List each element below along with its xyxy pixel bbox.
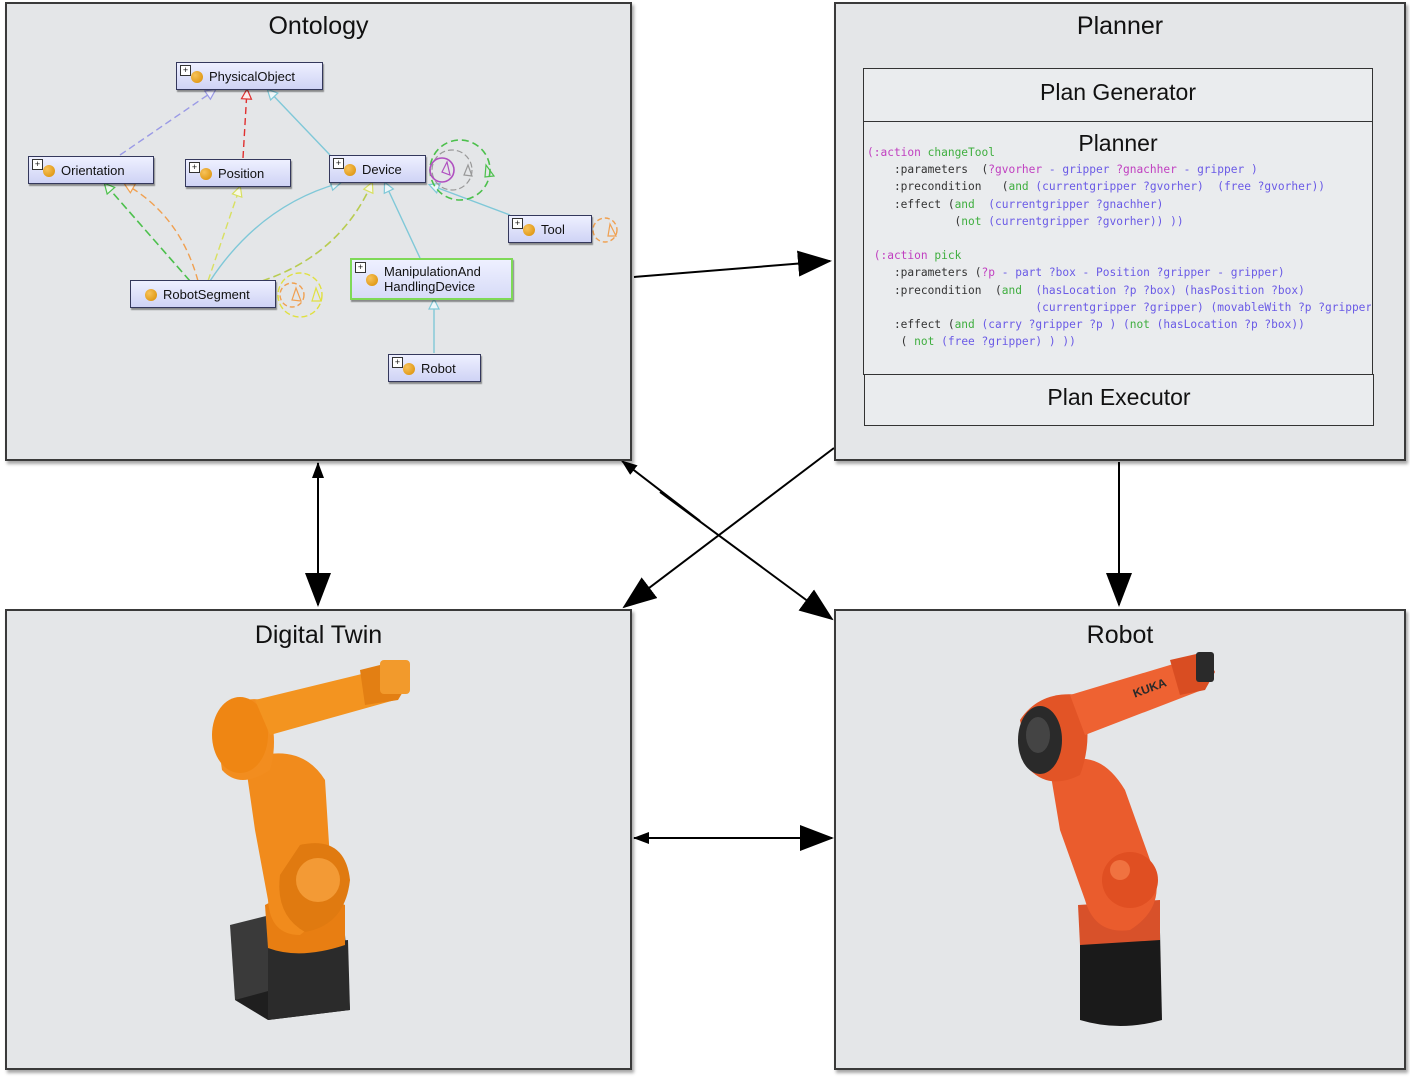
code-token: :precondition ( <box>867 180 1009 194</box>
robot-title: Robot <box>1086 621 1154 649</box>
code-token: - part ?box - Position ?gripper - grippe… <box>995 266 1285 280</box>
plan-generator-box: Plan Generator <box>863 68 1373 122</box>
code-token: (hasLocation ?p ?box) (hasPosition ?box) <box>1021 283 1305 297</box>
code-token: (currentgripper ?gvorher) <box>1028 180 1204 194</box>
code-token: ?gnachher <box>1116 163 1177 177</box>
arrow-planner-to-twin <box>622 447 835 609</box>
class-icon <box>344 164 356 176</box>
node-tool[interactable]: + Tool <box>508 215 592 243</box>
expand-icon[interactable]: + <box>189 162 200 173</box>
code-token: (:action <box>867 249 928 263</box>
expand-icon[interactable]: + <box>512 218 523 229</box>
node-manipulation-and-handling-device[interactable]: + ManipulationAnd HandlingDevice <box>350 258 513 300</box>
planner-heading: Planner <box>1078 130 1158 156</box>
code-token: (hasLocation ?p ?box)) <box>1149 318 1305 332</box>
node-orientation[interactable]: + Orientation <box>28 156 154 184</box>
plan-executor-box: Plan Executor <box>864 374 1374 426</box>
code-token: not <box>1129 318 1150 332</box>
code-token: :parameters ( <box>867 163 989 177</box>
arrow-ontology-to-planner <box>633 250 832 278</box>
node-label: RobotSegment <box>163 286 250 302</box>
class-icon <box>200 168 212 180</box>
node-physical-object[interactable]: + PhysicalObject <box>176 62 323 90</box>
class-icon <box>191 71 203 83</box>
node-label: Robot <box>421 360 456 376</box>
code-token: :precondition ( <box>867 283 1002 297</box>
code-token: (currentgripper ?gvorher)) )) <box>981 214 1184 228</box>
expand-icon[interactable]: + <box>333 158 344 169</box>
expand-icon[interactable]: + <box>392 357 403 368</box>
expand-icon[interactable]: + <box>355 262 366 273</box>
planner-code-box: Planner <box>863 121 1373 375</box>
code-token: not <box>914 335 935 349</box>
expand-icon[interactable]: + <box>180 65 191 76</box>
node-label: ManipulationAnd HandlingDevice <box>384 264 481 294</box>
code-token: and <box>954 318 975 332</box>
class-icon <box>366 274 378 286</box>
code-token: :effect ( <box>867 197 955 211</box>
plan-generator-label: Plan Generator <box>1040 79 1196 105</box>
code-token: (free ?gvorher)) <box>1203 180 1326 194</box>
ontology-title: Ontology <box>268 12 369 40</box>
digital-twin-title: Digital Twin <box>254 621 383 649</box>
plan-executor-label: Plan Executor <box>1047 384 1191 410</box>
code-token: and <box>954 197 975 211</box>
arrow-robot-to-ontology <box>621 460 701 522</box>
code-token: - gripper <box>1042 163 1117 177</box>
node-label: Device <box>362 161 402 177</box>
code-token: pick <box>927 249 962 263</box>
code-token: changeTool <box>920 146 995 159</box>
expand-icon[interactable]: + <box>32 159 43 170</box>
code-token: (:action <box>867 146 921 159</box>
node-device[interactable]: + Device <box>329 155 426 183</box>
code-token: - gripper ) <box>1176 163 1258 177</box>
class-icon <box>403 363 415 375</box>
code-token: (free ?gripper) ) )) <box>934 335 1076 349</box>
pddl-code: (:action changeTool :parameters (?gvorhe… <box>867 144 1371 374</box>
code-token: (currentgripper ?gnachher) <box>974 197 1164 211</box>
code-token: ?gvorher <box>988 163 1043 177</box>
code-token: :parameters ( <box>867 266 982 280</box>
code-token: ( <box>867 335 915 349</box>
node-robot-segment[interactable]: RobotSegment <box>130 280 276 308</box>
node-label: Orientation <box>61 162 125 178</box>
class-icon <box>145 289 157 301</box>
code-token: (carry ?gripper ?p ) ( <box>974 318 1130 332</box>
node-label: Position <box>218 165 265 181</box>
class-icon <box>523 224 535 236</box>
node-robot[interactable]: + Robot <box>388 354 481 382</box>
node-label: Tool <box>541 221 565 237</box>
code-token: :effect ( <box>867 318 955 332</box>
planner-title: Planner <box>1076 12 1164 40</box>
code-token: (currentgripper ?gripper) (movableWith ?… <box>867 300 1371 314</box>
code-token: ( <box>867 214 962 228</box>
code-token: and <box>1001 283 1022 297</box>
code-token: not <box>961 214 982 228</box>
code-token: ?p <box>981 266 995 280</box>
node-label: PhysicalObject <box>209 68 295 84</box>
code-token: and <box>1008 180 1029 194</box>
class-icon <box>43 165 55 177</box>
node-position[interactable]: + Position <box>185 159 291 187</box>
